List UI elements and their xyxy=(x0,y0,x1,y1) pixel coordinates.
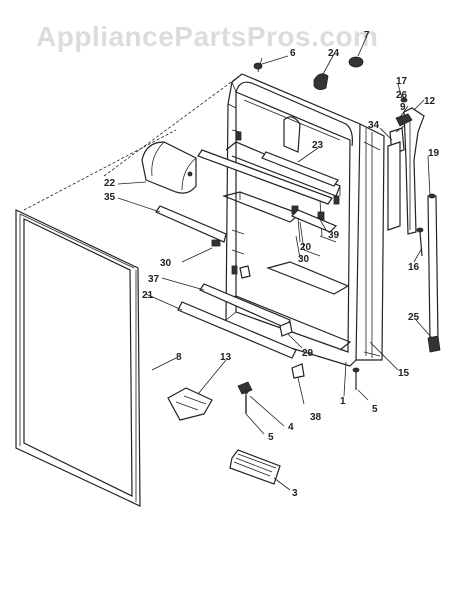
callout-12: 12 xyxy=(424,96,436,107)
callout-29: 29 xyxy=(302,348,314,359)
handle-trim-19 xyxy=(427,193,439,341)
callout-labels: 6 7 24 17 26 9 12 34 23 19 22 35 39 20 3… xyxy=(104,30,440,499)
callout-3: 3 xyxy=(292,488,298,499)
shelf-bar-39 xyxy=(290,209,338,233)
egg-tray-13 xyxy=(167,387,213,421)
stop-29 xyxy=(279,321,293,337)
shelf-bar-21 xyxy=(177,301,297,359)
callout-16: 16 xyxy=(408,262,420,273)
hinge-bracket-12 xyxy=(403,107,425,235)
callout-30-right: 30 xyxy=(298,254,310,265)
callout-39: 39 xyxy=(328,230,340,241)
hinge-cap-24 xyxy=(313,73,329,90)
leader-lines xyxy=(117,37,433,491)
callout-21: 21 xyxy=(142,290,154,301)
callout-20: 20 xyxy=(300,242,312,253)
shelf-bar-23 xyxy=(261,151,339,187)
callout-30-left: 30 xyxy=(160,258,172,269)
screw-6 xyxy=(253,62,263,70)
callout-35: 35 xyxy=(104,192,116,203)
callout-8: 8 xyxy=(176,352,182,363)
callout-7: 7 xyxy=(364,30,370,41)
stop-38 xyxy=(291,363,305,379)
callout-5-right: 5 xyxy=(372,404,378,415)
callout-4: 4 xyxy=(288,422,294,433)
shelf-bar-upper xyxy=(197,149,333,205)
callout-17: 17 xyxy=(396,76,408,87)
callout-37: 37 xyxy=(148,274,160,285)
screw-16 xyxy=(416,227,424,257)
butter-compartment-door xyxy=(141,141,197,194)
callout-13: 13 xyxy=(220,352,232,363)
hinge-strip-34 xyxy=(387,141,401,231)
hinge-bottom-4 xyxy=(237,381,253,412)
callout-23: 23 xyxy=(312,140,324,151)
callout-24: 24 xyxy=(328,48,340,59)
callout-9: 9 xyxy=(400,102,406,113)
callout-6: 6 xyxy=(290,48,296,59)
watermark: AppliancePartsPros.com xyxy=(36,21,378,52)
callout-1: 1 xyxy=(340,396,346,407)
screw-5 xyxy=(352,367,360,390)
callout-25: 25 xyxy=(408,312,420,323)
hinge-cap-7 xyxy=(348,56,364,68)
vent-grille-3 xyxy=(229,449,281,485)
callout-34: 34 xyxy=(368,120,380,131)
shelf-bar-35 xyxy=(155,205,227,247)
callout-26: 26 xyxy=(396,90,408,101)
door-gasket xyxy=(15,209,141,507)
clip-25 xyxy=(427,335,441,353)
callout-5-lower: 5 xyxy=(268,432,274,443)
callout-38: 38 xyxy=(310,412,322,423)
callout-22: 22 xyxy=(104,178,116,189)
door-liner xyxy=(222,73,361,367)
shelf-bar-37 xyxy=(199,283,291,329)
callout-15: 15 xyxy=(398,368,410,379)
callout-19: 19 xyxy=(428,148,440,159)
